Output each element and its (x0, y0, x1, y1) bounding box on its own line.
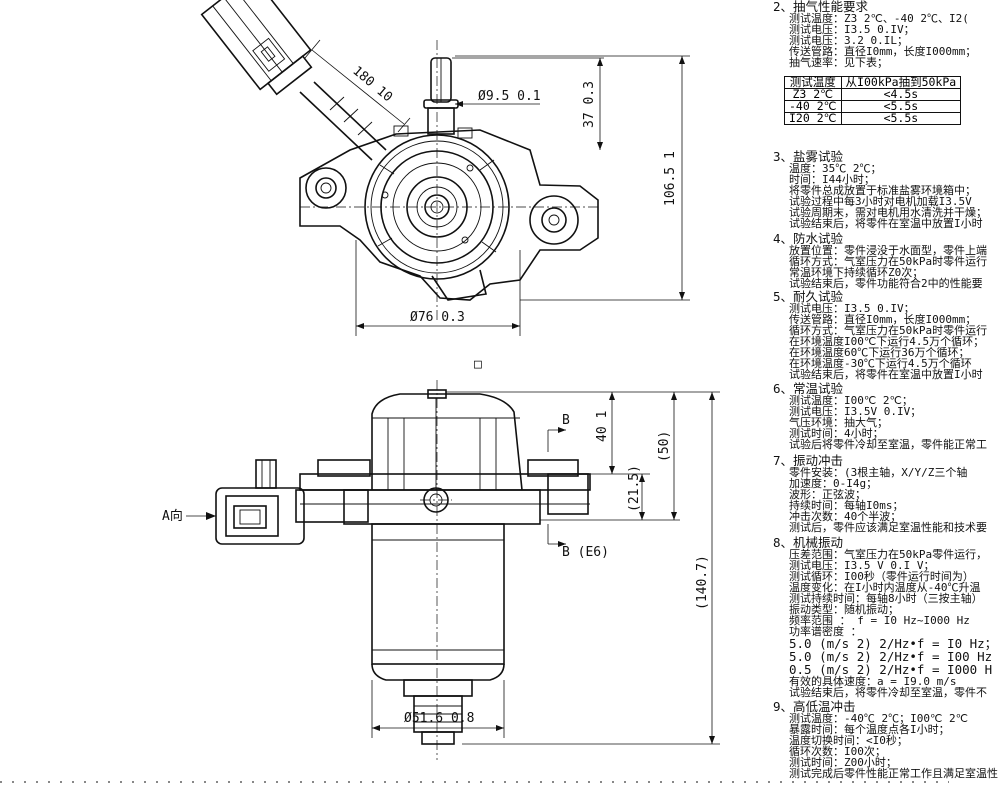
side-connector (215, 459, 305, 545)
spec-line: 测试电压：I3.5 0.IV； (789, 302, 915, 315)
table-row: I20 2℃ <5.5s (784, 112, 962, 125)
spec-line: 试验过程中每3小时对电机加载I3.5V (789, 195, 972, 208)
spec-title-9: 9、高低温冲击 (773, 699, 856, 714)
spec-line: 振动类型：随机振动； (789, 603, 899, 616)
spec-line: 气压环境：抽大气； (789, 416, 888, 429)
spec-line: 循环方式：气室压力在50kPa时零件运行 (789, 324, 988, 337)
spec-line: 温度变化：在I小时内温度从-40℃升温 (789, 581, 981, 594)
evacuation-table: 测试温度 从I00kPa抽到50kPa Z3 2℃ <4.5s -40 2℃ <… (784, 76, 962, 125)
dim-overall-height: 106.5 1 (663, 151, 678, 206)
spec-line: 测试电压：3.2 0.IL； (789, 34, 908, 47)
section-b-bottom-label: B (E6) (562, 545, 609, 560)
spec-line: 试验结束后，将零件在室温中放置I小时 (789, 217, 983, 230)
section-b-top-label: B (562, 413, 570, 428)
spec-line: 常温环境下持续循环Z0次； (789, 266, 924, 279)
spec-line: 传送管路：直径I0mm，长度I000mm； (789, 45, 977, 58)
small-square-mark: □ (474, 357, 482, 372)
spec-section-2: 2、抽气性能要求 测试温度：Z3 2℃、-40 2℃、I2( 测试电压：I3.5… (773, 0, 976, 68)
spec-line: 试验结束后，将零件冷却至室温，零件不 (789, 686, 987, 699)
spec-section-7: 7、振动冲击 零件安装：(3根主轴，X/Y/Z三个轴 加速度：0-I4g； 波形… (773, 454, 987, 533)
spec-line: 测试时间：4小时； (789, 427, 884, 440)
spec-line: 试验周期末，需对电机用水清洗并干燥； (789, 206, 987, 219)
spec-line: 在环境温度I00℃下运行4.5万个循环； (789, 335, 985, 348)
spec-line: 零件安装：(3根主轴，X/Y/Z三个轴 (789, 466, 968, 479)
view-direction-label: A向 (162, 508, 183, 524)
spec-line: 测试温度：Z3 2℃、-40 2℃、I2( (789, 12, 969, 25)
table-cell: <5.5s (840, 112, 962, 125)
spec-line: 波形：正弦波； (789, 488, 866, 501)
spec-line: 试验结束后，将零件在室温中放置I小时 (789, 368, 983, 381)
spec-line: 压差范围：气室压力在50kPa零件运行， (789, 548, 988, 561)
spec-line: 功率谱密度 ： (789, 625, 862, 638)
spec-line: 测试完成后零件性能正常工作且满足室温性 (789, 767, 998, 780)
spec-psd-line: 5.0 (m/s 2) 2/Hz•f = I00 Hz (789, 649, 993, 664)
pump-body-top (299, 125, 599, 301)
side-view: A向 B B (E6) 40 1 (50) (21.5) (140.7) (162, 380, 720, 760)
technical-drawing: 180 10 Ø9.5 0.1 37 0.3 106.5 1 (0, 0, 949, 783)
spec-line: 测试电压：I3.5V 0.IV； (789, 405, 922, 418)
spec-section-8: 8、机械振动 压差范围：气室压力在50kPa零件运行， 测试电压：I3.5 V … (773, 536, 997, 698)
spec-section-4: 4、防水试验 放置位置：零件浸没于水面型，零件上端 循环方式：气室压力在50kP… (773, 232, 987, 289)
dim-upper-height: (50) (657, 431, 672, 462)
spec-section-6: 6、常温试验 测试温度：I00℃ 2℃； 测试电压：I3.5V 0.IV； 气压… (773, 382, 987, 450)
spec-line: 有效的具体速度：a = I9.0 m/s (789, 675, 957, 688)
spec-line: 时间：I44小时； (789, 173, 875, 186)
spec-line: 循环方式：气室压力在50kPa时零件运行 (789, 255, 988, 268)
spec-line: 在环境温度-30℃下运行4.5万个循环 (789, 357, 972, 370)
spec-title-7: 7、振动冲击 (773, 453, 844, 468)
spec-line: 抽气速率：见下表； (789, 56, 888, 69)
spec-line: 测试后，零件应该满足室温性能和技术要 (789, 521, 987, 534)
dim-motor-diameter: Ø51.6 0.8 (404, 711, 474, 726)
spec-line: 测试持续时间：每轴8小时（三按主轴） (789, 592, 983, 605)
spec-line: 温度切换时间：<I0秒； (789, 734, 908, 747)
spec-line: 测试电压：I3.5 0.IV； (789, 23, 915, 36)
spec-line: 持续时间：每轴I0ms； (789, 499, 904, 512)
spec-line: 试验后将零件冷却至室温，零件能正常工 (789, 438, 987, 451)
dim-total-height: (140.7) (695, 555, 710, 610)
spec-line: 传送管路：直径I0mm，长度I000mm； (789, 313, 977, 326)
spec-line: 测试时间：Z00小时； (789, 756, 897, 769)
spec-line: 试验结束后，零件功能符合2中的性能要 (789, 277, 983, 290)
spec-title-5: 5、耐久试验 (773, 289, 844, 304)
spec-section-9: 9、高低温冲击 测试温度：-40℃ 2℃；I00℃ 2℃ 暴露时间：每个温度点各… (773, 700, 998, 779)
dim-stem-height: 37 0.3 (582, 81, 597, 128)
spec-line: 加速度：0-I4g； (789, 477, 878, 490)
spec-line: 冲击次数：40个半波； (789, 510, 902, 523)
spec-line: 测试温度：I00℃ 2℃； (789, 394, 913, 407)
dim-flange-height: (21.5) (627, 465, 642, 512)
spec-psd-line: 5.0 (m/s 2) 2/Hz•f = I0 Hz； (789, 636, 998, 651)
spec-line: 放置位置：零件浸没于水面型，零件上端 (789, 244, 987, 257)
spec-line: 温度：35℃ 2℃； (789, 162, 882, 175)
nozzle (423, 57, 459, 135)
spec-psd-line: 0.5 (m/s 2) 2/Hz•f = I000 H (789, 662, 993, 677)
dim-cable-length: 180 10 (349, 64, 395, 106)
top-view: 180 10 Ø9.5 0.1 37 0.3 106.5 1 (200, 0, 690, 336)
spec-title-6: 6、常温试验 (773, 381, 844, 396)
spec-line: 测试循环：I00秒（零件运行时间为） (789, 570, 974, 583)
spec-line: 频率范围 ： f = I0 Hz~I000 Hz (789, 614, 970, 627)
table-cell: I20 2℃ (784, 112, 842, 125)
spec-line: 测试温度：-40℃ 2℃；I00℃ 2℃ (789, 712, 968, 725)
spec-title-8: 8、机械振动 (773, 535, 844, 550)
dim-dome-height: 40 1 (595, 411, 610, 442)
dim-nozzle-diameter: Ø9.5 0.1 (478, 89, 541, 104)
spec-title-3: 3、盐雾试验 (773, 149, 844, 164)
cable (299, 81, 387, 161)
dim-flange-diameter: Ø76 0.3 (410, 310, 465, 325)
spec-line: 测试电压：I3.5 V 0.I V； (789, 559, 935, 572)
spec-title-4: 4、防水试验 (773, 231, 844, 246)
spec-line: 暴露时间：每个温度点各I小时； (789, 723, 950, 736)
spec-section-3: 3、盐雾试验 温度：35℃ 2℃； 时间：I44小时； 将零件总成放置于标准盐雾… (773, 150, 987, 229)
spec-title-2: 2、抽气性能要求 (773, 0, 869, 14)
connector-housing (200, 0, 313, 96)
spec-section-5: 5、耐久试验 测试电压：I3.5 0.IV； 传送管路：直径I0mm，长度I00… (773, 290, 987, 380)
spec-line: 将零件总成放置于标准盐雾环境箱中； (789, 184, 976, 197)
spec-line: 在环境温度60℃下运行36万个循环； (789, 346, 970, 359)
spec-line: 循环次数：I00次； (789, 745, 886, 758)
